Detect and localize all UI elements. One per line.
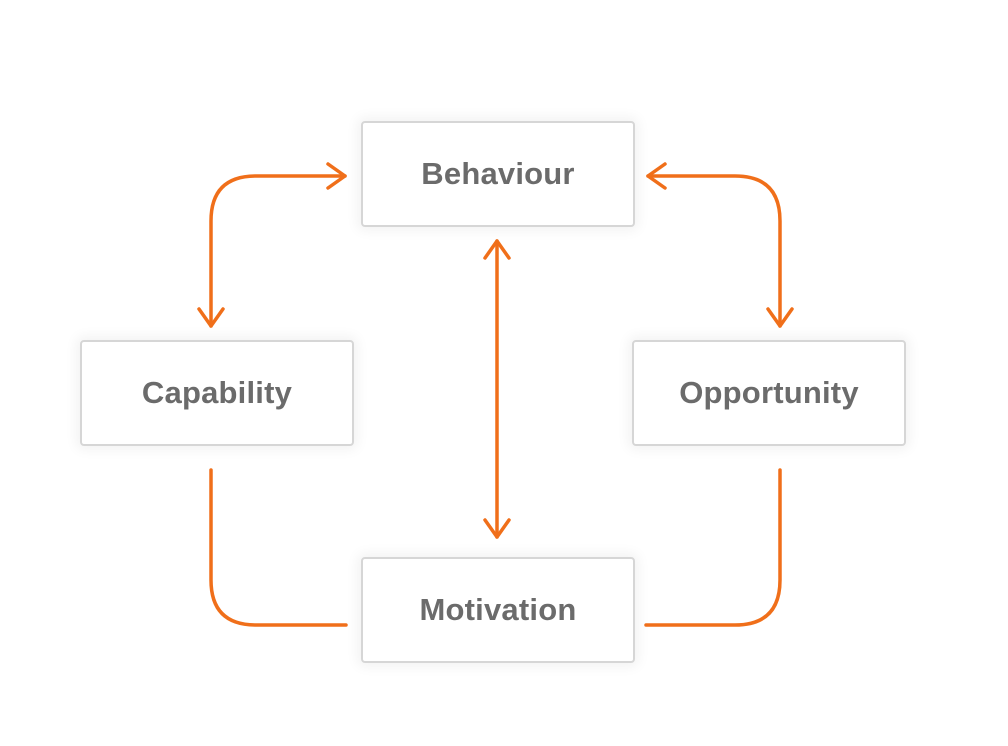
capability-box: Capability: [80, 340, 354, 446]
behaviour-label: Behaviour: [421, 156, 575, 191]
opportunity-label: Opportunity: [679, 375, 859, 410]
connector-capability-motivation: [209, 468, 348, 627]
arrowhead-behaviour-bottom: [483, 239, 511, 260]
motivation-label: Motivation: [419, 592, 577, 627]
opportunity-box: Opportunity: [632, 340, 906, 446]
connector-opportunity-motivation: [644, 468, 782, 627]
behaviour-box: Behaviour: [361, 121, 635, 227]
connector-behaviour-opportunity: [646, 174, 782, 328]
arrowhead-behaviour-left: [326, 162, 347, 190]
arrowhead-capability-top: [197, 307, 225, 328]
connector-behaviour-capability: [209, 174, 347, 328]
capability-label: Capability: [141, 375, 293, 410]
motivation-box: Motivation: [361, 557, 635, 663]
arrowhead-opportunity-top: [766, 307, 794, 328]
arrowhead-behaviour-right: [646, 162, 667, 190]
arrowhead-motivation-top: [483, 518, 511, 539]
